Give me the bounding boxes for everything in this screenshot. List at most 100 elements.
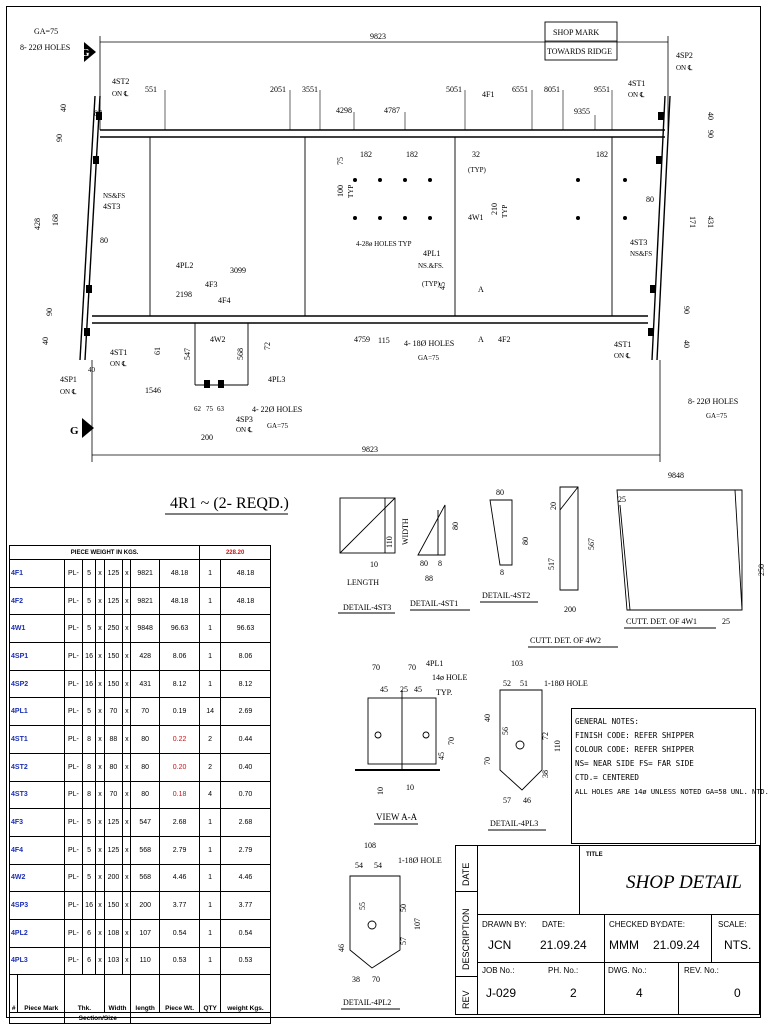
- top-dim-lines: [164, 90, 613, 130]
- svg-text:LENGTH: LENGTH: [347, 578, 379, 587]
- note-line: FINISH CODE: REFER SHIPPER: [575, 731, 694, 740]
- piece-mark-code: SP2: [14, 680, 29, 688]
- detail-4st2: DETAIL-4ST2 80 8 80: [480, 488, 538, 603]
- ph-label: PH. No.:: [548, 966, 579, 975]
- dwg-number: 4: [636, 986, 643, 1000]
- svg-text:70: 70: [483, 757, 492, 765]
- svg-text:517: 517: [547, 558, 556, 570]
- piece-mark-code: SP3: [14, 902, 29, 910]
- cell-th: 16: [81, 669, 97, 699]
- cell-wt: 3.77: [219, 891, 272, 920]
- cell-wt: 0.44: [219, 725, 272, 754]
- cell-th: 5: [81, 808, 97, 837]
- cell-pw: 0.22: [158, 725, 201, 754]
- section-a-top: A: [478, 285, 484, 294]
- cell-pw: 96.63: [158, 614, 201, 644]
- svg-text:51: 51: [520, 679, 528, 688]
- cell-t: PL-: [64, 669, 83, 699]
- svg-text:110: 110: [385, 536, 394, 548]
- svg-text:45: 45: [414, 685, 422, 694]
- piece-mark: 4F1: [8, 559, 66, 588]
- detail-4pl2-title: DETAIL-4PL2: [343, 998, 391, 1007]
- cell-wt: 8.06: [219, 642, 272, 671]
- cell-t: PL-: [64, 918, 83, 948]
- cell-w: 125: [103, 586, 124, 616]
- header-hash: #: [8, 974, 19, 1014]
- piece-mark: 4PL1: [8, 697, 66, 727]
- dim-551: 551: [145, 85, 157, 94]
- cell-pw: 8.12: [158, 669, 201, 699]
- dim-4787: 4787: [384, 106, 400, 115]
- dim-3551: 3551: [302, 85, 318, 94]
- dim-100-typ: TYP: [347, 185, 355, 198]
- svg-text:70: 70: [447, 737, 456, 745]
- svg-text:52: 52: [503, 679, 511, 688]
- dim-547: 547: [183, 348, 192, 360]
- piece-mark-code: SP1: [14, 652, 29, 660]
- cell-x1: x: [95, 918, 105, 948]
- date2-label: DATE:: [662, 920, 685, 929]
- overall-dim-bottom: 9823: [91, 360, 661, 462]
- cell-x2: x: [122, 918, 132, 948]
- cell-l: 70: [130, 697, 160, 727]
- detail-4st1-title: DETAIL-4ST1: [410, 599, 458, 608]
- callout-4f3: 4F3: [205, 280, 217, 289]
- piece-mark-code: ST2: [14, 763, 28, 771]
- left-note-ga: GA=75: [34, 27, 58, 36]
- cell-x1: x: [95, 559, 105, 588]
- svg-text:38: 38: [352, 975, 360, 984]
- piece-mark-code: F4: [14, 846, 24, 854]
- svg-text:45: 45: [380, 685, 388, 694]
- date2: 21.09.24: [653, 938, 700, 952]
- cell-q: 1: [199, 918, 221, 948]
- dim-2051: 2051: [270, 85, 286, 94]
- header-length: length: [130, 974, 160, 1014]
- cell-pw: 0.54: [158, 918, 201, 948]
- cell-t: PL-: [64, 586, 83, 616]
- svg-text:ON ℄: ON ℄: [110, 360, 127, 368]
- svg-text:4ST3: 4ST3: [103, 202, 120, 211]
- scale-label: SCALE:: [718, 920, 747, 929]
- svg-text:ON ℄: ON ℄: [676, 64, 693, 72]
- col-date: DATE: [461, 862, 471, 886]
- cell-l: 200: [130, 891, 160, 920]
- svg-text:ON ℄: ON ℄: [112, 90, 129, 98]
- cell-l: 80: [130, 752, 160, 782]
- cell-l: 110: [130, 946, 160, 976]
- detail-4w1: 9848 25 250 25 CUTT. DET. OF 4W1: [616, 471, 766, 629]
- svg-text:80: 80: [496, 488, 504, 497]
- svg-text:ON ℄: ON ℄: [60, 388, 77, 396]
- svg-text:80: 80: [451, 522, 460, 530]
- svg-text:567: 567: [587, 538, 596, 550]
- section-a-bottom: A: [478, 335, 484, 344]
- svg-text:(TYP): (TYP): [422, 280, 441, 288]
- cell-x2: x: [122, 946, 132, 976]
- piece-mark: 4SP1: [8, 642, 66, 671]
- cell-x1: x: [95, 891, 105, 920]
- svg-text:80: 80: [521, 537, 530, 545]
- callout-4st1-bottom: 4ST1: [110, 348, 127, 357]
- callout-4st1-top: 4ST1: [628, 79, 645, 88]
- label-4f1: 4F1: [482, 90, 494, 99]
- piece-mark: 4ST1: [8, 725, 66, 754]
- piece-mark: 4SP2: [8, 669, 66, 699]
- svg-text:40: 40: [483, 714, 492, 722]
- dim-182-b: 182: [406, 150, 418, 159]
- dim-90-right-top: 90: [706, 130, 715, 138]
- cell-x2: x: [122, 642, 132, 671]
- cell-wt: 2.79: [219, 835, 272, 865]
- dim-90-left-top: 90: [55, 134, 64, 142]
- cell-t: PL-: [64, 642, 83, 671]
- note-line: CTD.= CENTERED: [575, 773, 640, 782]
- section-mark-top: G: [81, 47, 90, 59]
- cell-t: PL-: [64, 863, 83, 893]
- label-4w2: 4W2: [210, 335, 226, 344]
- dim-63: 63: [217, 405, 225, 413]
- right-note-ga: GA=75: [706, 412, 728, 420]
- header-qty: QTY: [199, 974, 221, 1014]
